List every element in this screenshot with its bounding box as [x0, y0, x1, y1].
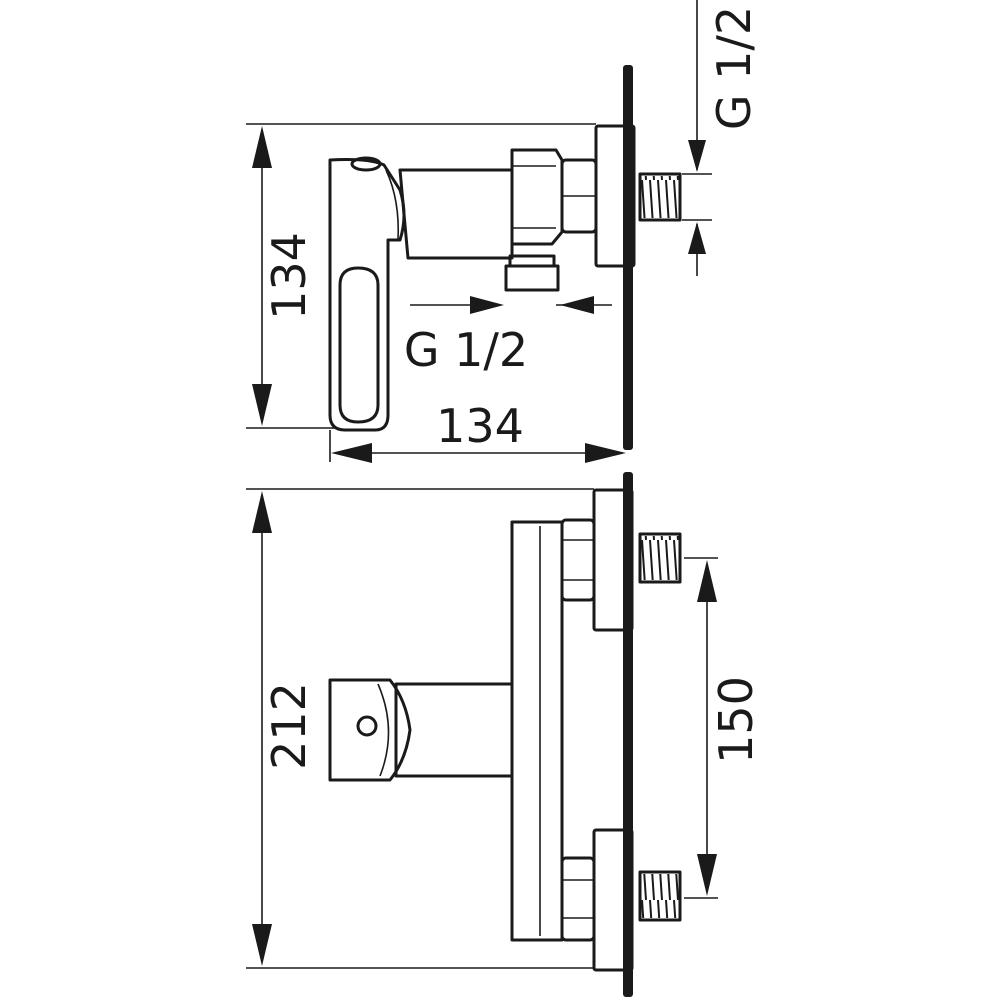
- front-bottom-nut: [560, 856, 596, 942]
- front-height-label: 212: [262, 682, 316, 770]
- side-outlet-thread-label: G 1/2: [404, 323, 528, 377]
- side-outlet: [504, 254, 560, 292]
- side-view: 134 134 G 1/2 G 1/2: [246, 0, 761, 463]
- front-handle-edge: [377, 683, 390, 777]
- front-handle-indicator: [356, 715, 378, 737]
- front-top-nut: [560, 518, 596, 602]
- side-depth-dimension: [329, 430, 626, 463]
- side-inlet-thread: [638, 172, 682, 222]
- side-height-dimension: [246, 123, 596, 429]
- front-height-dimension: [246, 488, 594, 969]
- front-spacing-label: 150: [709, 676, 763, 764]
- side-inlet-thread-dimension: [682, 0, 712, 276]
- front-spacing-dimension: [684, 557, 718, 899]
- side-handle-cap: [350, 156, 382, 172]
- front-body: [510, 520, 564, 942]
- side-handle: [328, 158, 406, 432]
- side-connector: [510, 148, 564, 246]
- side-handle-slot: [338, 266, 380, 424]
- side-nut: [560, 158, 598, 234]
- side-inlet-thread-label: G 1/2: [707, 6, 761, 130]
- side-depth-label: 134: [436, 399, 524, 453]
- front-cylinder: [394, 682, 514, 778]
- front-view: 212 150: [246, 472, 763, 997]
- side-outlet-thread-dimension: [410, 296, 612, 314]
- side-wall-plate: [623, 65, 633, 450]
- front-handle: [328, 678, 412, 782]
- side-height-label: 134: [262, 232, 316, 320]
- front-top-inlet-thread: [638, 532, 682, 584]
- front-bottom-inlet-thread: [638, 870, 682, 922]
- side-body: [398, 168, 514, 260]
- side-handle-edge: [385, 169, 400, 241]
